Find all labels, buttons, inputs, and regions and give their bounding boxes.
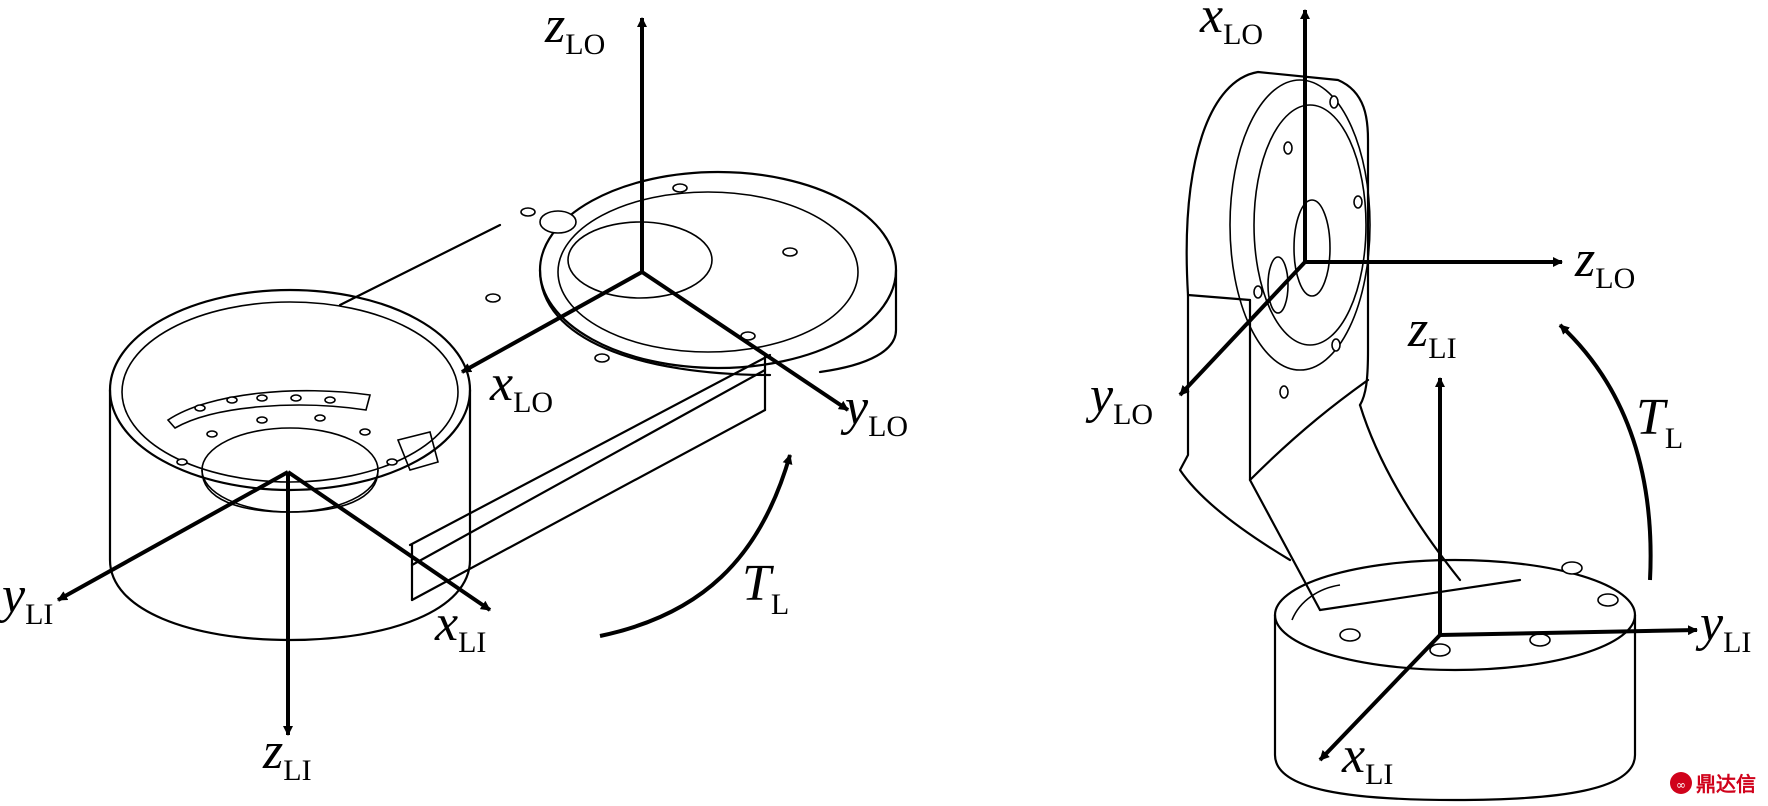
label-right-z-li: zLI: [1407, 301, 1457, 365]
label-left-x-li: xLI: [434, 595, 486, 659]
label-right-z-lo: zLO: [1574, 231, 1635, 295]
right-axis-y-li: [1439, 625, 1698, 637]
svg-text:∞: ∞: [1676, 778, 1686, 792]
left-torque-arrow: [599, 454, 793, 638]
label-right-y-lo: yLO: [1085, 367, 1153, 431]
label-right-torque: TL: [1636, 389, 1683, 455]
right-link-drawing: [1178, 70, 1637, 802]
left-axis-x-li: [286, 470, 492, 612]
label-left-x-lo: xLO: [489, 355, 553, 419]
watermark: ∞ 鼎达信: [1670, 772, 1756, 796]
label-right-x-lo: xLO: [1199, 0, 1263, 51]
label-left-y-lo: yLO: [840, 379, 908, 443]
left-labels: zLO xLO yLO yLI xLI zLI TL: [0, 0, 908, 787]
label-left-z-lo: zLO: [544, 0, 605, 61]
left-axis-x-lo: [461, 270, 643, 374]
right-axes: [1178, 9, 1698, 762]
label-right-y-li: yLI: [1695, 595, 1751, 659]
right-labels: xLO zLO yLO zLI yLI xLI TL: [1085, 0, 1751, 791]
left-axis-y-li: [57, 470, 289, 602]
label-right-x-li: xLI: [1341, 727, 1393, 791]
label-left-z-li: zLI: [262, 723, 312, 787]
watermark-logo-icon: [1670, 772, 1692, 794]
label-left-y-li: yLI: [0, 567, 53, 631]
watermark-text: 鼎达信: [1696, 772, 1756, 796]
left-axis-y-lo: [640, 270, 850, 412]
right-torque-arrow: [1558, 323, 1653, 581]
right-axis-y-lo: [1178, 260, 1307, 397]
label-left-torque: TL: [742, 555, 789, 621]
left-axes: [57, 17, 850, 736]
right-axis-x-li: [1318, 633, 1442, 762]
